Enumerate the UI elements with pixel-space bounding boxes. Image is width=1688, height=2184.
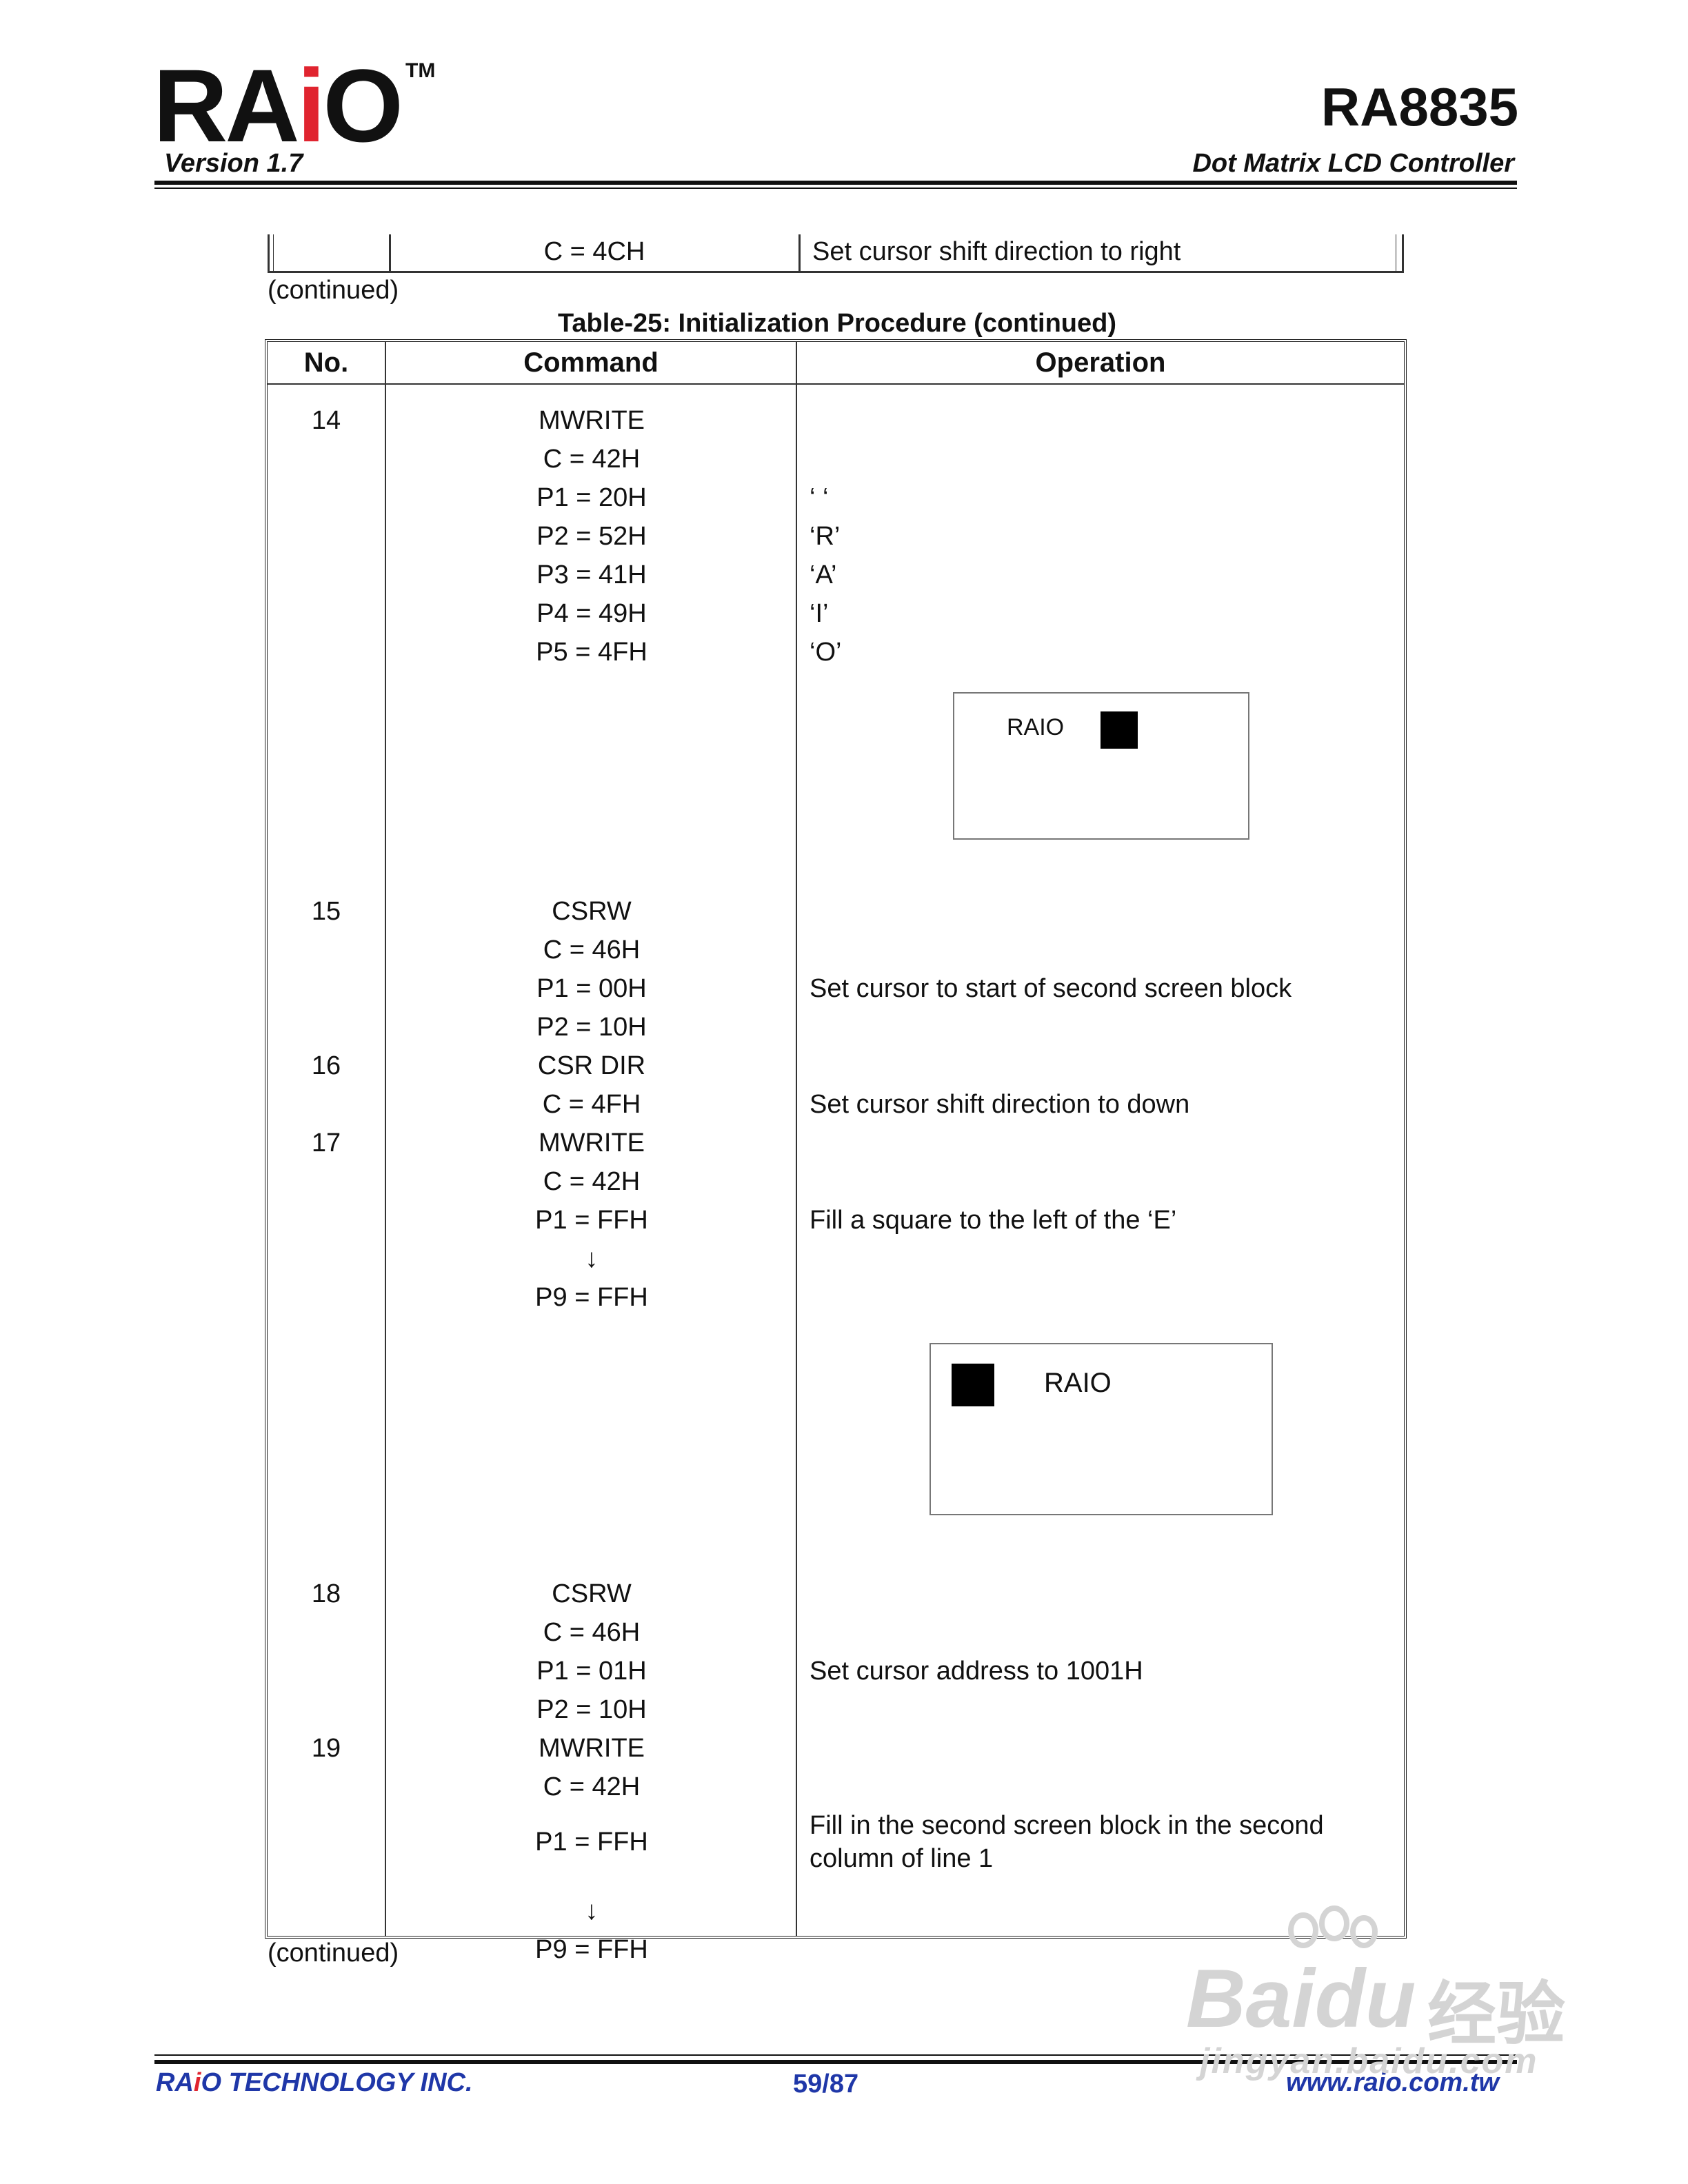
row-6-command: P4 = 49H <box>536 599 647 628</box>
row-8-command: CSRW <box>552 897 632 926</box>
lcd-text-1: RAIO <box>1007 714 1065 740</box>
table-title: Table-25: Initialization Procedure (cont… <box>557 309 1117 338</box>
row-16-operation: Fill a square to the left of the ‘E’ <box>810 1206 1177 1235</box>
continued-label-top: (continued) <box>268 276 399 305</box>
row-26-operation: column of line 1 <box>810 1844 994 1873</box>
watermark-url: jingyan.baidu.com <box>1200 2041 1538 2081</box>
row-23-command: MWRITE <box>538 1734 645 1763</box>
row-13-operation: Set cursor shift direction to down <box>810 1090 1190 1119</box>
row-14-command: MWRITE <box>538 1129 645 1157</box>
filled-square-2 <box>952 1364 994 1406</box>
row-21-command: P1 = 01H <box>536 1657 647 1686</box>
row-8-no: 15 <box>311 897 341 926</box>
row-19-no: 18 <box>311 1579 341 1608</box>
lcd-display-example-1: RAIO <box>953 692 1249 840</box>
row-21-operation: Set cursor address to 1001H <box>810 1657 1143 1686</box>
footer-url[interactable]: www.raio.com.tw <box>1286 2068 1499 2097</box>
row-3-command: P1 = 20H <box>536 483 647 512</box>
row-5-operation: ‘A’ <box>810 560 837 589</box>
row-9-command: C = 46H <box>543 936 641 964</box>
footer-company: RAiO TECHNOLOGY INC. <box>156 2068 473 2097</box>
row-14-no: 17 <box>311 1129 341 1157</box>
trademark-symbol: TM <box>405 59 436 82</box>
model-title: RA8835 <box>1320 77 1518 137</box>
row-28-command: P9 = FFH <box>535 1935 648 1964</box>
header-operation: Operation <box>1035 347 1166 378</box>
header-rule-thin <box>154 188 1517 189</box>
fragment-command: C = 4CH <box>543 237 645 266</box>
raio-logo: RAiO <box>153 54 403 157</box>
row-7-operation: ‘O’ <box>810 638 842 667</box>
row-3-operation: ‘ ‘ <box>810 483 829 512</box>
header-rule <box>154 181 1517 185</box>
row-10-command: P1 = 00H <box>536 974 647 1003</box>
watermark-brand: Baidu <box>1186 1952 1416 2045</box>
logo-part-i: i <box>297 48 326 163</box>
footer-rule <box>154 2060 1517 2064</box>
row-17-command: ↓ <box>585 1244 599 1273</box>
row-10-operation: Set cursor to start of second screen blo… <box>810 974 1292 1003</box>
row-11-command: P2 = 10H <box>536 1013 647 1042</box>
row-13-command: C = 4FH <box>542 1090 641 1119</box>
row-5-command: P3 = 41H <box>536 560 647 589</box>
row-1-no: 14 <box>311 406 341 435</box>
page-number: 59/87 <box>793 2070 859 2099</box>
row-6-operation: ‘I’ <box>810 599 829 628</box>
row-15-command: C = 42H <box>543 1167 641 1196</box>
cursor-block-1 <box>1101 711 1138 749</box>
row-25-operation: Fill in the second screen block in the s… <box>810 1811 1324 1840</box>
logo-part-1: RA <box>153 48 300 163</box>
watermark-cn: 经验 <box>1427 1976 1565 2053</box>
row-18-command: P9 = FFH <box>535 1283 648 1312</box>
row-23-no: 19 <box>311 1734 341 1763</box>
lcd-text-2: RAIO <box>1044 1368 1112 1398</box>
header-no: No. <box>303 347 349 378</box>
footer-rule-thin <box>154 2054 1517 2056</box>
header-command: Command <box>523 347 659 378</box>
row-12-no: 16 <box>311 1051 341 1080</box>
row-25-command: P1 = FFH <box>535 1828 648 1857</box>
previous-table-fragment <box>268 234 1404 273</box>
lcd-display-example-2: RAIO <box>930 1343 1273 1515</box>
row-1-command: MWRITE <box>538 406 645 435</box>
document-subtitle: Dot Matrix LCD Controller <box>1192 149 1514 178</box>
fragment-operation: Set cursor shift direction to right <box>812 237 1181 266</box>
row-7-command: P5 = 4FH <box>536 638 647 667</box>
logo-part-2: O <box>323 48 403 163</box>
paw-icon <box>1262 1903 1393 1972</box>
row-4-command: P2 = 52H <box>536 522 647 551</box>
row-2-command: C = 42H <box>543 445 641 474</box>
version-label: Version 1.7 <box>164 149 303 178</box>
row-19-command: CSRW <box>552 1579 632 1608</box>
row-24-command: C = 42H <box>543 1772 641 1801</box>
row-20-command: C = 46H <box>543 1618 641 1647</box>
row-22-command: P2 = 10H <box>536 1695 647 1724</box>
row-12-command: CSR DIR <box>537 1051 646 1080</box>
continued-label-bottom: (continued) <box>268 1939 399 1968</box>
row-27-command: ↓ <box>585 1897 599 1925</box>
row-4-operation: ‘R’ <box>810 522 841 551</box>
row-16-command: P1 = FFH <box>535 1206 648 1235</box>
